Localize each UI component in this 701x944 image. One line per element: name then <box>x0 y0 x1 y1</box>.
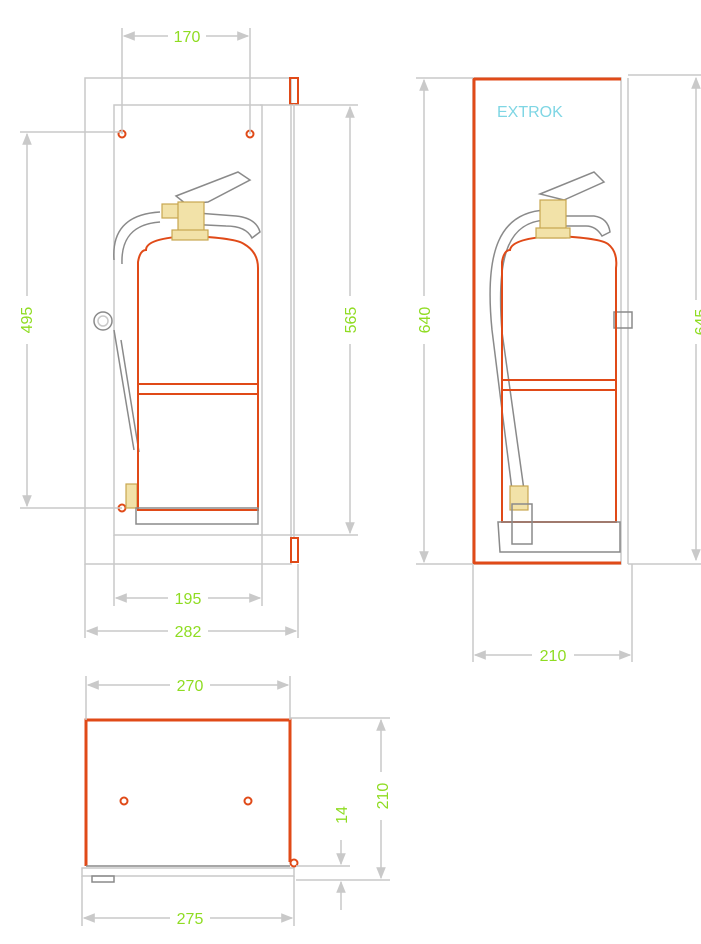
top-hinge-pin <box>289 858 299 868</box>
dim-label-645: 645 <box>693 309 701 336</box>
side-extinguisher-base <box>497 521 621 553</box>
front-hose-top-inner <box>121 221 161 265</box>
side-base-clip <box>511 503 533 545</box>
front-handle-lever <box>174 171 252 205</box>
side-valve-collar <box>535 227 571 239</box>
side-handle-lower <box>554 215 611 237</box>
dim-label-195: 195 <box>175 591 202 608</box>
front-inner-outline <box>113 104 263 536</box>
side-view: EXTROK <box>472 77 633 565</box>
dim-label-565: 565 <box>343 307 360 334</box>
front-hose-lower-inner <box>120 339 140 453</box>
side-hose-outer <box>489 209 547 491</box>
front-extinguisher-base <box>135 507 259 525</box>
top-hole-left <box>119 796 129 806</box>
side-dimensions: 640 645 210 <box>416 74 701 665</box>
top-view <box>81 718 299 883</box>
top-door-panel <box>81 867 295 877</box>
dim-label-275: 275 <box>177 911 204 928</box>
dim-label-210-side: 210 <box>540 648 567 665</box>
top-dimensions: 270 210 14 275 <box>81 676 392 928</box>
top-door-latch <box>91 875 115 883</box>
front-dimensions: 170 495 565 195 282 <box>19 28 360 641</box>
door-lock-icon <box>93 311 113 331</box>
front-hinge-bottom <box>290 537 299 563</box>
dim-label-640: 640 <box>417 307 434 334</box>
dim-label-14: 14 <box>334 806 351 824</box>
dim-label-270: 270 <box>177 678 204 695</box>
front-cabinet-outline <box>84 77 292 565</box>
front-extinguisher-body <box>137 234 259 511</box>
dim-label-495: 495 <box>19 307 36 334</box>
dim-label-210-top: 210 <box>375 783 392 810</box>
side-handle-lever <box>537 171 606 201</box>
brand-label: EXTROK <box>497 104 563 121</box>
front-handle-lower <box>183 211 261 240</box>
door-lock-inner <box>97 315 109 327</box>
top-cabinet-outline <box>84 718 292 866</box>
front-view <box>84 77 299 565</box>
front-hose-nozzle <box>125 483 138 509</box>
dim-label-282: 282 <box>175 624 202 641</box>
side-door-hinge <box>613 311 633 329</box>
top-hole-right <box>243 796 253 806</box>
dim-label-170: 170 <box>174 29 201 46</box>
front-hose-lower <box>113 329 135 451</box>
front-hose-top <box>113 211 161 261</box>
front-valve-collar <box>171 229 209 241</box>
side-cabinet-outline <box>472 77 622 565</box>
